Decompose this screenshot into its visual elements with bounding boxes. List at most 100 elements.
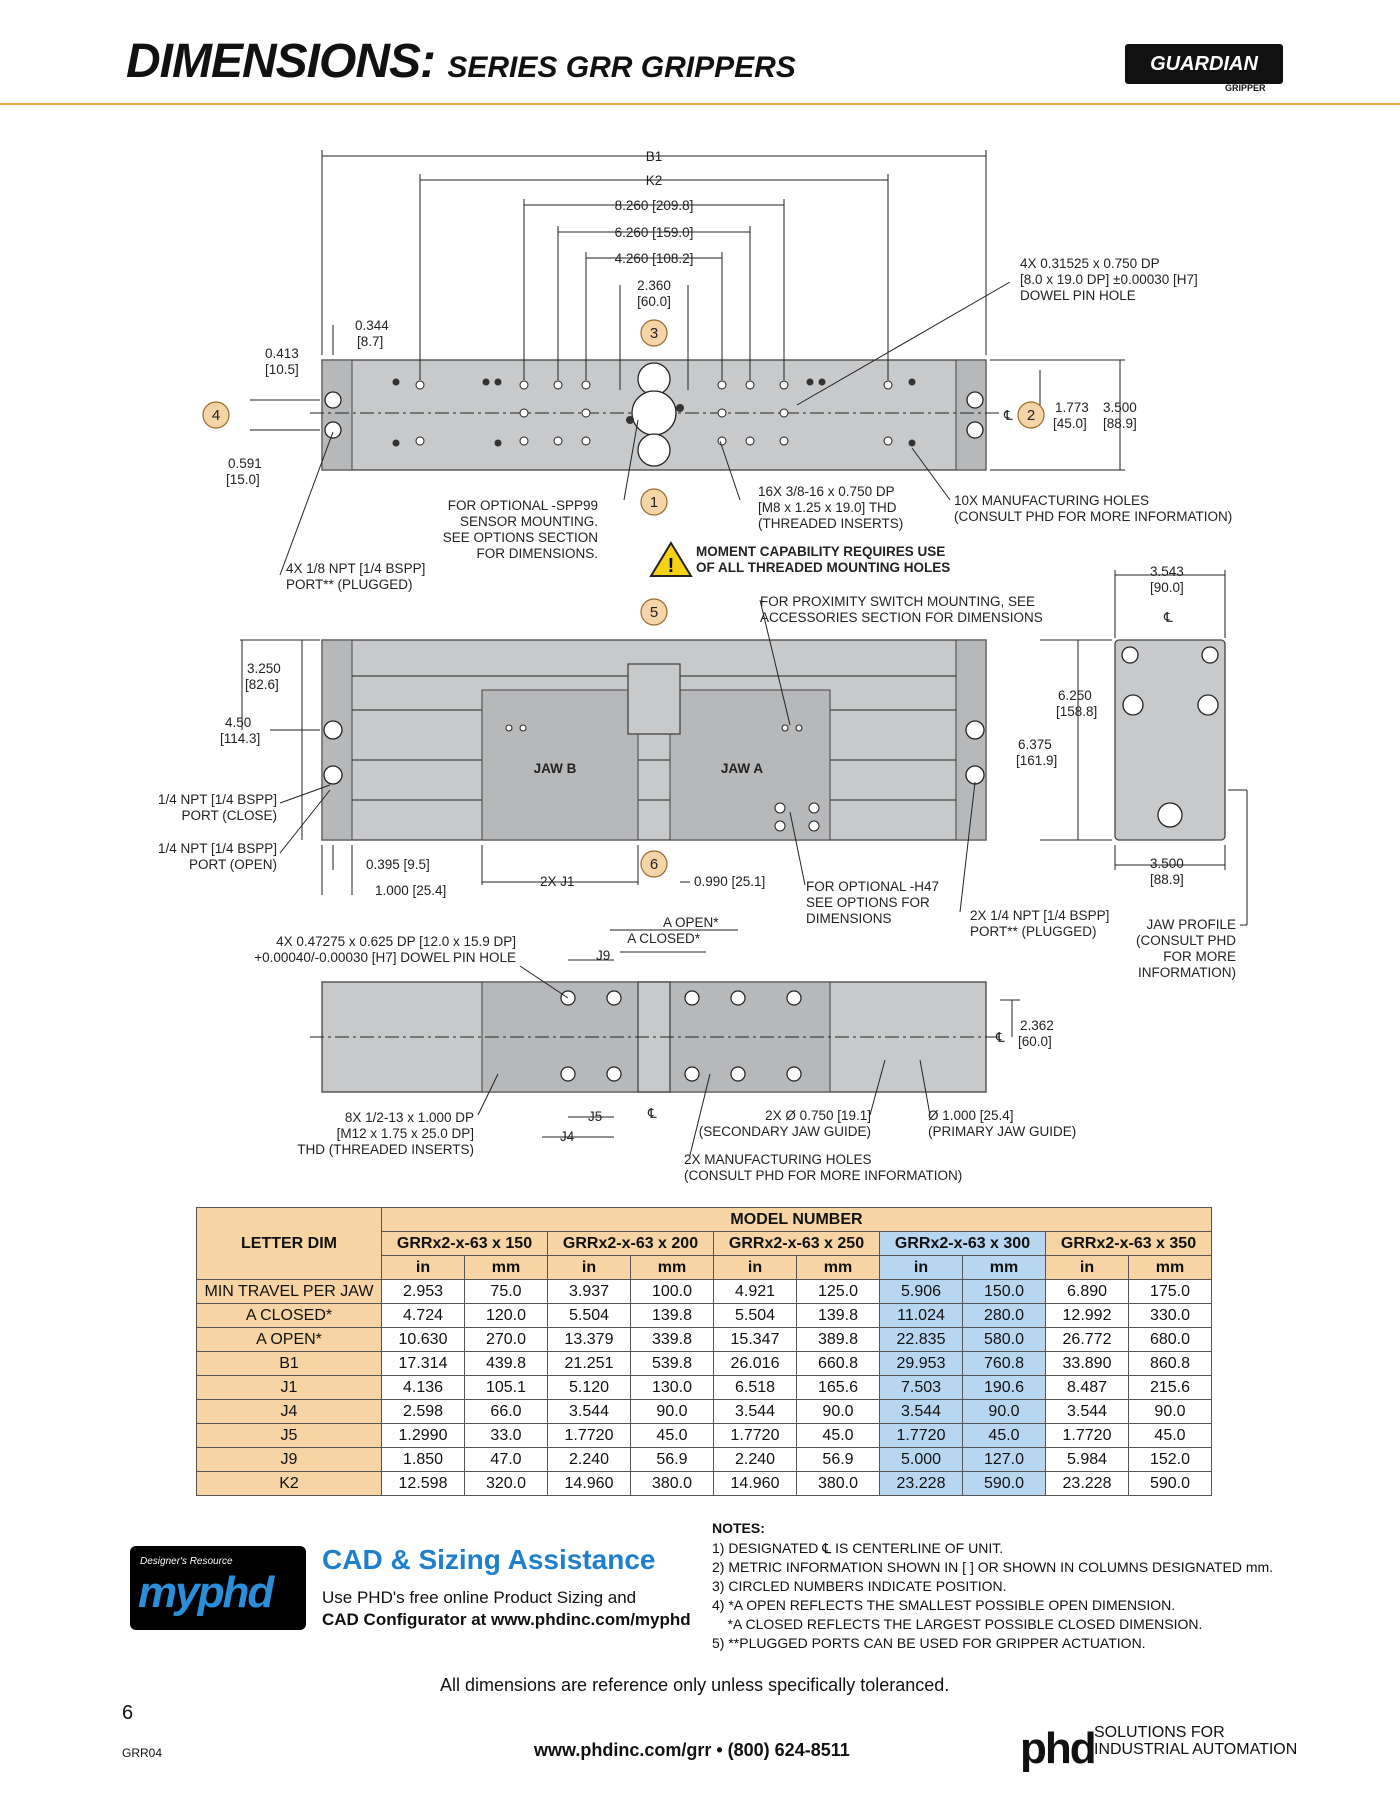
cad-line-1: Use PHD's free online Product Sizing and	[322, 1588, 637, 1607]
bottom-hole	[786, 990, 802, 1006]
top-mfg-hole	[818, 378, 826, 386]
centerline-symbol: ℄	[995, 1030, 1005, 1045]
label-2360-mm: [60.0]	[637, 294, 671, 309]
table-cell: 12.598	[381, 1471, 465, 1496]
table-cell: 56.9	[796, 1447, 880, 1472]
table-unit-header: mm	[630, 1255, 714, 1280]
front-endcap-right	[955, 639, 987, 841]
table-cell: 33.890	[1045, 1351, 1129, 1376]
label-3500-side-mm: [88.9]	[1150, 872, 1184, 887]
table-cell: 120.0	[464, 1303, 548, 1328]
top-mfg-hole	[908, 439, 916, 447]
dimension-table: LETTER DIM MODEL NUMBER GRRx2-x-63 x 150…	[196, 1207, 1212, 1496]
table-cell: 439.8	[464, 1351, 548, 1376]
table-cell: 3.544	[879, 1399, 963, 1424]
table-cell: 580.0	[962, 1327, 1046, 1352]
table-row-label: J4	[196, 1399, 382, 1424]
top-mfg-hole	[908, 378, 916, 386]
table-cell: 12.992	[1045, 1303, 1129, 1328]
table-unit-header: in	[381, 1255, 465, 1280]
jaw-hole	[519, 724, 527, 732]
jaw-a	[669, 689, 831, 841]
label-m12-2: [M12 x 1.75 x 25.0 DP]	[337, 1126, 474, 1141]
table-cell: 22.835	[879, 1327, 963, 1352]
label-2362-mm: [60.0]	[1018, 1034, 1052, 1049]
table-cell: 4.136	[381, 1375, 465, 1400]
label-3250: 3.250	[247, 661, 281, 676]
table-cell: 1.2990	[381, 1423, 465, 1448]
cad-line-2[interactable]: CAD Configurator at www.phdinc.com/myphd	[322, 1610, 691, 1629]
label-3250-mm: [82.6]	[245, 677, 279, 692]
bottom-hole	[684, 990, 700, 1006]
table-unit-header: in	[879, 1255, 963, 1280]
table-cell: 680.0	[1128, 1327, 1212, 1352]
label-0413: 0.413	[265, 346, 299, 361]
table-row-label: A CLOSED*	[196, 1303, 382, 1328]
table-unit-header: in	[713, 1255, 797, 1280]
label-0344: 0.344	[355, 318, 389, 333]
table-cell: 26.772	[1045, 1327, 1129, 1352]
top-mount-hole	[883, 380, 893, 390]
position-bubble-5	[640, 598, 668, 626]
table-cell: 139.8	[630, 1303, 714, 1328]
label-mfg-3: 2X MANUFACTURING HOLES	[684, 1152, 872, 1167]
side-view-body	[1114, 639, 1226, 841]
warning-icon-mark: !	[668, 555, 675, 577]
footer-contact[interactable]: www.phdinc.com/grr • (800) 624-8511	[534, 1740, 850, 1760]
top-mount-hole	[553, 380, 563, 390]
table-cell: 2.240	[547, 1447, 631, 1472]
table-cell: 56.9	[630, 1447, 714, 1472]
table-cell: 45.0	[796, 1423, 880, 1448]
label-m12-3: THD (THREADED INSERTS)	[297, 1142, 474, 1157]
jaw-hole	[795, 724, 803, 732]
table-cell: 47.0	[464, 1447, 548, 1472]
table-unit-header: in	[547, 1255, 631, 1280]
side-hole	[1122, 694, 1144, 716]
position-bubbles: 1 2 3 4 5 6	[202, 319, 1045, 878]
top-mount-hole	[883, 436, 893, 446]
guardian-logo: GUARDIAN	[1125, 44, 1283, 84]
bubble-label-1: 1	[650, 494, 658, 511]
table-cell: 4.921	[713, 1279, 797, 1304]
table-model-header: GRRx2-x-63 x 300	[879, 1231, 1046, 1256]
front-port-hole	[323, 720, 343, 740]
table-cell: 660.8	[796, 1351, 880, 1376]
table-row-label: J5	[196, 1423, 382, 1448]
label-0591-mm: [15.0]	[226, 472, 260, 487]
label-4260: 4.260 [108.2]	[615, 251, 694, 266]
top-mount-hole	[415, 380, 425, 390]
phd-logo: phd	[1020, 1724, 1097, 1773]
table-cell: 23.228	[1045, 1471, 1129, 1496]
top-mfg-hole	[494, 378, 502, 386]
side-hole	[1197, 694, 1219, 716]
bottom-hole	[730, 1066, 746, 1082]
myphd-logo: Designer's Resource myphd	[130, 1546, 306, 1630]
table-cell: 590.0	[1128, 1471, 1212, 1496]
label-spp-3: SEE OPTIONS SECTION	[443, 530, 598, 545]
title-sub: SERIES GRR GRIPPERS	[447, 51, 796, 84]
table-cell: 75.0	[464, 1279, 548, 1304]
note-item: 3) CIRCLED NUMBERS INDICATE POSITION.	[712, 1578, 1007, 1594]
label-3543-mm: [90.0]	[1150, 580, 1184, 595]
label-npt-1: 4X 1/8 NPT [1/4 BSPP]	[286, 561, 425, 576]
label-prox-2: ACCESSORIES SECTION FOR DIMENSIONS	[760, 610, 1043, 625]
label-jaw-profile-1: JAW PROFILE	[1146, 917, 1236, 932]
label-dowel-3: DOWEL PIN HOLE	[1020, 288, 1136, 303]
table-cell: 130.0	[630, 1375, 714, 1400]
note-item: *A CLOSED REFLECTS THE LARGEST POSSIBLE …	[712, 1616, 1203, 1632]
label-450-mm: [114.3]	[220, 731, 260, 746]
jaw-hole	[808, 820, 820, 832]
label-0344-mm: [8.7]	[357, 334, 383, 349]
table-cell: 380.0	[630, 1471, 714, 1496]
table-cell: 2.953	[381, 1279, 465, 1304]
label-jaw-b: JAW B	[534, 761, 577, 776]
table-row-label: J1	[196, 1375, 382, 1400]
label-j9: J9	[596, 948, 610, 963]
front-port-hole	[323, 765, 343, 785]
table-cell: 2.598	[381, 1399, 465, 1424]
side-view: 3.543 [90.0] 6.250 [158.8] 6.375 [161.9]…	[1016, 564, 1248, 980]
table-cell: 270.0	[464, 1327, 548, 1352]
